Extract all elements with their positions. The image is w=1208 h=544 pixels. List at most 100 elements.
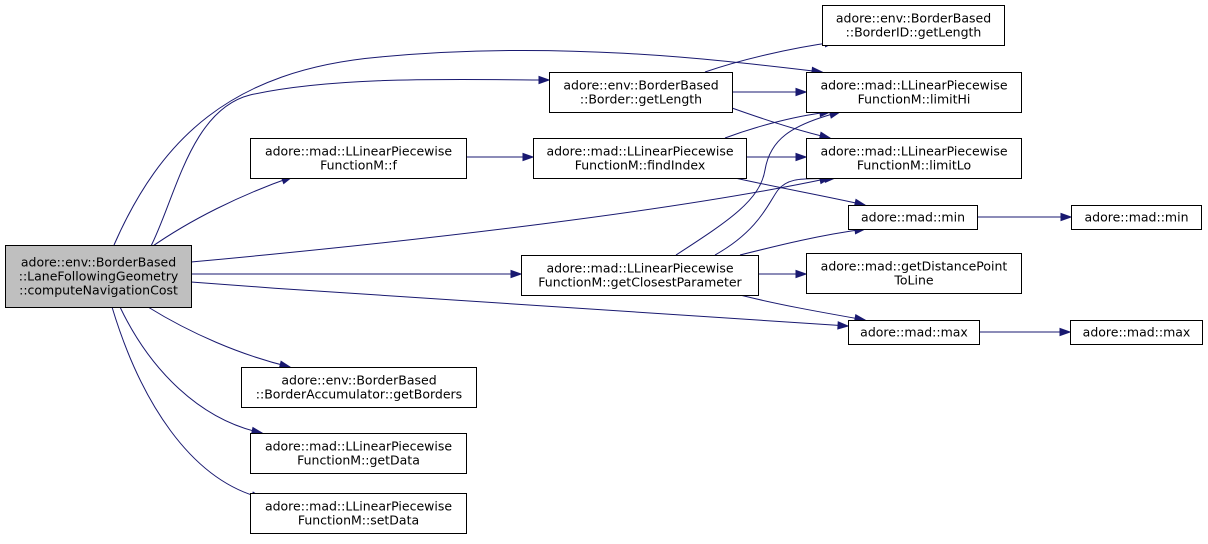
node-label: adore::mad::min bbox=[1085, 210, 1189, 225]
node-box[interactable] bbox=[521, 255, 759, 296]
edge-min1-to-min2 bbox=[977, 212, 1073, 222]
node-label: FunctionM::findIndex bbox=[575, 158, 706, 173]
node-label: adore::mad::LLinearPiecewise bbox=[265, 499, 452, 514]
node-box[interactable] bbox=[848, 205, 978, 230]
node-findindex[interactable]: adore::mad::LLinearPiecewiseFunctionM::f… bbox=[533, 138, 747, 179]
edge-max1-to-max2 bbox=[979, 327, 1072, 337]
node-label: adore::mad::min bbox=[861, 210, 965, 225]
node-label: adore::mad::LLinearPiecewise bbox=[820, 144, 1007, 159]
node-label: adore::mad::LLinearPiecewise bbox=[265, 144, 452, 159]
edge-findindex-to-min1 bbox=[734, 177, 867, 207]
arrowhead-icon bbox=[538, 75, 551, 85]
node-max2[interactable]: adore::mad::max bbox=[1070, 320, 1203, 345]
node-label: adore::mad::LLinearPiecewise bbox=[820, 78, 1007, 93]
node-label: ToLine bbox=[893, 273, 934, 288]
node-getclosestparameter[interactable]: adore::mad::LLinearPiecewiseFunctionM::g… bbox=[521, 255, 759, 296]
node-box[interactable] bbox=[241, 367, 477, 408]
node-label: adore::env::BorderBased bbox=[281, 373, 436, 388]
node-label: FunctionM::limitLo bbox=[857, 158, 971, 173]
node-label: adore::mad::getDistancePoint bbox=[821, 259, 1008, 274]
node-label: adore::mad::LLinearPiecewise bbox=[546, 261, 733, 276]
node-getdata[interactable]: adore::mad::LLinearPiecewiseFunctionM::g… bbox=[250, 433, 467, 474]
edge-line bbox=[731, 107, 831, 139]
edge-line bbox=[190, 177, 831, 263]
node-label: FunctionM::getData bbox=[297, 453, 420, 468]
node-limithi[interactable]: adore::mad::LLinearPiecewiseFunctionM::l… bbox=[806, 72, 1022, 113]
edge-f-to-findindex bbox=[466, 152, 535, 162]
node-label: adore::env::BorderBased bbox=[836, 11, 991, 26]
node-root[interactable]: adore::env::BorderBased::LaneFollowingGe… bbox=[5, 245, 192, 308]
edge-border_getlength-to-borderid_getlength bbox=[704, 39, 837, 73]
arrowhead-icon bbox=[795, 87, 808, 97]
edge-root-to-setdata bbox=[111, 306, 264, 500]
node-min2[interactable]: adore::mad::min bbox=[1071, 205, 1202, 230]
node-box[interactable] bbox=[1071, 205, 1202, 230]
edge-line bbox=[119, 306, 263, 434]
node-box[interactable] bbox=[549, 72, 733, 113]
edge-line bbox=[704, 41, 836, 73]
edge-line bbox=[739, 228, 866, 256]
edge-line bbox=[739, 294, 866, 321]
node-box[interactable] bbox=[533, 138, 747, 179]
node-min1[interactable]: adore::mad::min bbox=[848, 205, 978, 230]
node-box[interactable] bbox=[806, 138, 1022, 179]
node-label: ::LaneFollowingGeometry bbox=[19, 269, 179, 284]
node-borderid_getlength[interactable]: adore::env::BorderBased::BorderID::getLe… bbox=[822, 5, 1005, 46]
node-box[interactable] bbox=[1070, 320, 1203, 345]
node-label: adore::mad::max bbox=[860, 325, 968, 340]
node-box[interactable] bbox=[806, 72, 1022, 113]
node-label: FunctionM::f bbox=[320, 158, 397, 173]
arrowhead-icon bbox=[795, 152, 808, 162]
edge-line bbox=[734, 177, 866, 206]
node-label: ::computeNavigationCost bbox=[19, 283, 178, 298]
node-label: adore::env::BorderBased bbox=[21, 255, 176, 270]
edge-findindex-to-limitlo bbox=[746, 152, 808, 162]
arrowhead-icon bbox=[1060, 212, 1073, 222]
node-label: FunctionM::setData bbox=[298, 513, 419, 528]
node-getborders[interactable]: adore::env::BorderBased::BorderAccumulat… bbox=[241, 367, 477, 408]
node-box[interactable] bbox=[822, 5, 1005, 46]
edge-root-to-limitlo bbox=[190, 176, 832, 263]
node-box[interactable] bbox=[250, 433, 467, 474]
edge-getclosestparameter-to-max1 bbox=[739, 294, 867, 323]
node-box[interactable] bbox=[250, 493, 467, 534]
node-box[interactable] bbox=[5, 245, 192, 308]
node-limitlo[interactable]: adore::mad::LLinearPiecewiseFunctionM::l… bbox=[806, 138, 1022, 179]
node-label: adore::mad::max bbox=[1083, 325, 1191, 340]
arrowhead-icon bbox=[522, 152, 535, 162]
edge-line bbox=[111, 306, 263, 499]
node-label: adore::env::BorderBased bbox=[563, 78, 718, 93]
node-label: FunctionM::limitHi bbox=[858, 92, 971, 107]
node-max1[interactable]: adore::mad::max bbox=[848, 320, 980, 345]
edge-line bbox=[714, 177, 836, 256]
node-box[interactable] bbox=[806, 253, 1022, 294]
node-label: ::Border::getLength bbox=[580, 92, 702, 107]
node-label: ::BorderAccumulator::getBorders bbox=[256, 387, 462, 402]
node-label: adore::mad::LLinearPiecewise bbox=[546, 144, 733, 159]
edge-root-to-getclosestparameter bbox=[191, 269, 523, 279]
node-box[interactable] bbox=[848, 320, 980, 345]
node-box[interactable] bbox=[250, 138, 467, 179]
node-border_getlength[interactable]: adore::env::BorderBased::Border::getLeng… bbox=[549, 72, 733, 113]
node-setdata[interactable]: adore::mad::LLinearPiecewiseFunctionM::s… bbox=[250, 493, 467, 534]
edge-line bbox=[147, 306, 291, 368]
edge-root-to-border_getlength bbox=[149, 75, 551, 249]
edge-line bbox=[149, 78, 550, 249]
edge-border_getlength-to-limithi bbox=[732, 87, 808, 97]
call-nodes: adore::env::BorderBased::LaneFollowingGe… bbox=[5, 5, 1203, 534]
arrowhead-icon bbox=[837, 321, 850, 330]
edge-getclosestparameter-to-min1 bbox=[739, 226, 867, 256]
node-label: FunctionM::getClosestParameter bbox=[538, 275, 742, 290]
node-label: ::BorderID::getLength bbox=[846, 25, 982, 40]
edge-line bbox=[113, 49, 823, 246]
arrowhead-icon bbox=[510, 269, 523, 279]
edge-line bbox=[149, 176, 293, 249]
edge-getclosestparameter-to-getdistancepoint bbox=[758, 269, 808, 279]
edge-root-to-f bbox=[149, 176, 294, 249]
node-label: adore::mad::LLinearPiecewise bbox=[265, 439, 452, 454]
edge-line bbox=[675, 111, 841, 256]
edge-root-to-getdata bbox=[119, 306, 264, 435]
